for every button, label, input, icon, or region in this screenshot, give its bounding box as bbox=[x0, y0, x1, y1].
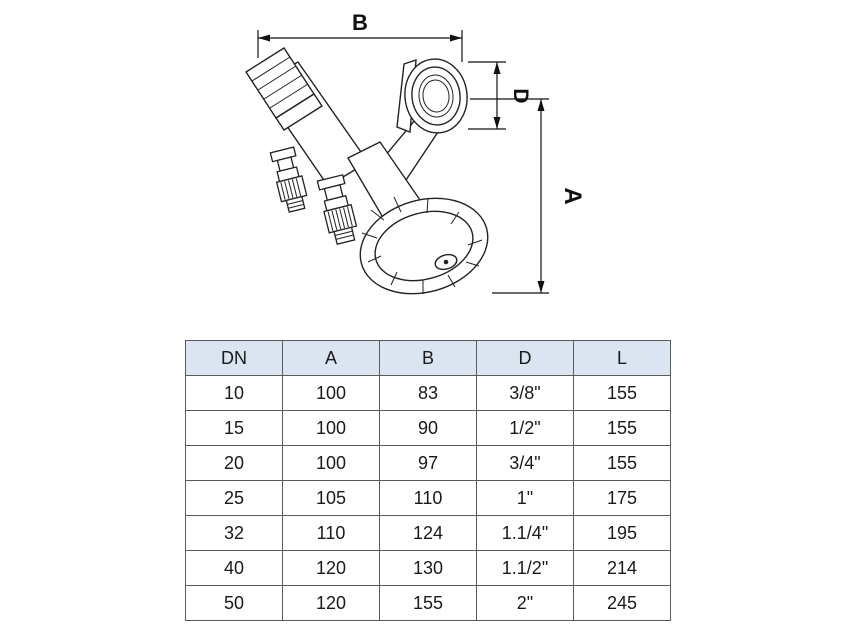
table-cell: 100 bbox=[282, 375, 380, 411]
table-cell: 155 bbox=[379, 585, 477, 621]
table-cell: 25 bbox=[185, 480, 283, 516]
table-cell: 100 bbox=[282, 445, 380, 481]
table-cell: 10 bbox=[185, 375, 283, 411]
measuring-port-2 bbox=[316, 174, 358, 246]
table-cell: 130 bbox=[379, 550, 477, 586]
dimension-d bbox=[468, 61, 506, 130]
table-cell: 3/4" bbox=[476, 445, 574, 481]
table-cell: 120 bbox=[282, 550, 380, 586]
table-cell: 175 bbox=[573, 480, 671, 516]
table-header-cell: B bbox=[379, 340, 477, 376]
table-cell: 1/2" bbox=[476, 410, 574, 446]
table-cell: 20 bbox=[185, 445, 283, 481]
measuring-port-1 bbox=[269, 146, 308, 213]
table-header-cell: L bbox=[573, 340, 671, 376]
outlet-threaded-end bbox=[396, 58, 468, 134]
table-cell: 40 bbox=[185, 550, 283, 586]
table-cell: 15 bbox=[185, 410, 283, 446]
table-cell: 110 bbox=[282, 515, 380, 551]
table-cell: 3/8" bbox=[476, 375, 574, 411]
dimension-b bbox=[257, 30, 463, 62]
table-cell: 90 bbox=[379, 410, 477, 446]
dimension-label-d: D bbox=[509, 88, 532, 103]
table-cell: 97 bbox=[379, 445, 477, 481]
table-cell: 245 bbox=[573, 585, 671, 621]
table-cell: 155 bbox=[573, 410, 671, 446]
table-cell: 32 bbox=[185, 515, 283, 551]
table-cell: 50 bbox=[185, 585, 283, 621]
table-cell: 1.1/4" bbox=[476, 515, 574, 551]
table-header-cell: A bbox=[282, 340, 380, 376]
inlet-threaded-end bbox=[245, 47, 323, 131]
table-cell: 124 bbox=[379, 515, 477, 551]
table-cell: 100 bbox=[282, 410, 380, 446]
dimension-label-a: A bbox=[559, 187, 586, 204]
dimension-a bbox=[470, 98, 549, 294]
table-cell: 214 bbox=[573, 550, 671, 586]
table-cell: 83 bbox=[379, 375, 477, 411]
dimension-label-b: B bbox=[352, 10, 368, 35]
table-cell: 2" bbox=[476, 585, 574, 621]
table-cell: 120 bbox=[282, 585, 380, 621]
table-cell: 1" bbox=[476, 480, 574, 516]
table-cell: 195 bbox=[573, 515, 671, 551]
handwheel bbox=[359, 196, 489, 295]
table-cell: 1.1/2" bbox=[476, 550, 574, 586]
table-cell: 105 bbox=[282, 480, 380, 516]
table-cell: 110 bbox=[379, 480, 477, 516]
table-cell: 155 bbox=[573, 375, 671, 411]
table-cell: 155 bbox=[573, 445, 671, 481]
table-header-cell: DN bbox=[185, 340, 283, 376]
valve-technical-drawing: B D A bbox=[245, 10, 586, 295]
table-header-cell: D bbox=[476, 340, 574, 376]
valve-drawing-area: B D A bbox=[245, 10, 586, 295]
